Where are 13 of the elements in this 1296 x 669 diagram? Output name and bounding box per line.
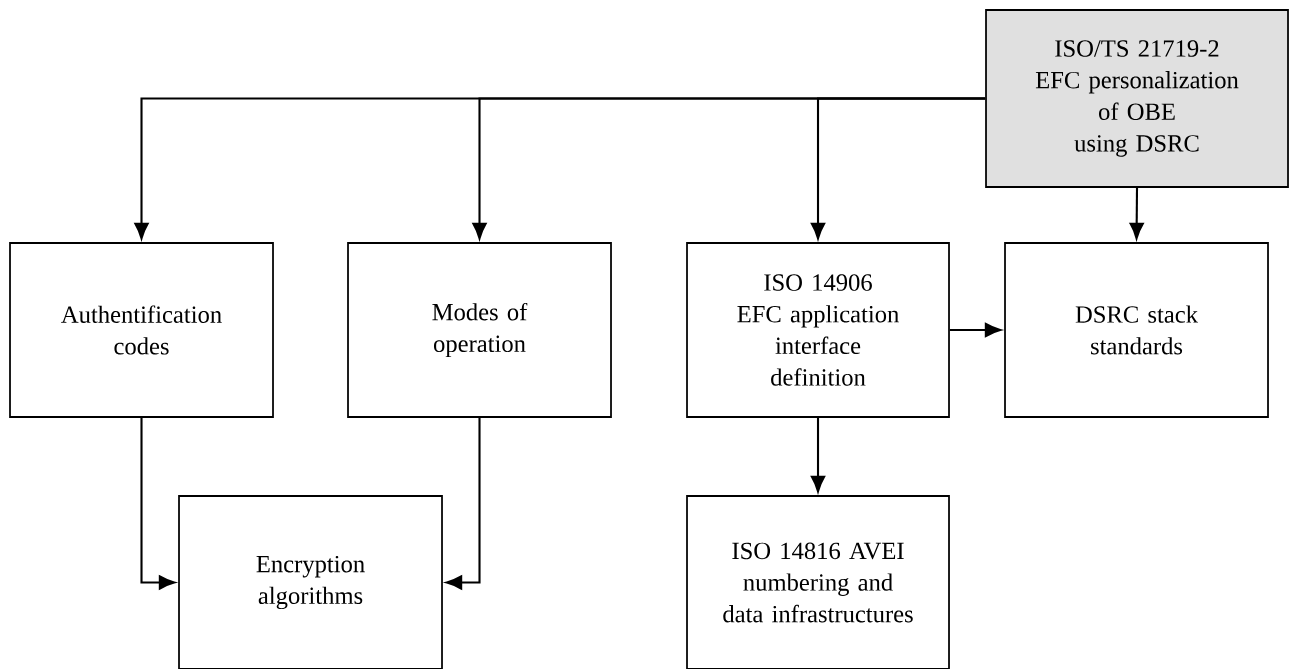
process-box: Encryption algorithms: [178, 495, 443, 669]
process-box: Modes of operation: [347, 242, 612, 418]
process-box: ISO 14816 AVEI numbering and data infrastructures: [686, 495, 950, 669]
process-box: ISO 14906 EFC application interface definition: [686, 242, 950, 418]
process-box: Authentification codes: [9, 242, 274, 418]
process-box: DSRC stack standards: [1004, 242, 1269, 418]
arrow: [810, 417, 826, 493]
arrow: [445, 417, 481, 590]
arrow: [140, 417, 176, 590]
arrow: [949, 322, 1002, 338]
process-box: ISO/TS 21719-2 EFC personalization of OBE using DSRC: [985, 9, 1289, 188]
arrow: [1129, 187, 1144, 240]
arrow: [810, 97, 986, 240]
